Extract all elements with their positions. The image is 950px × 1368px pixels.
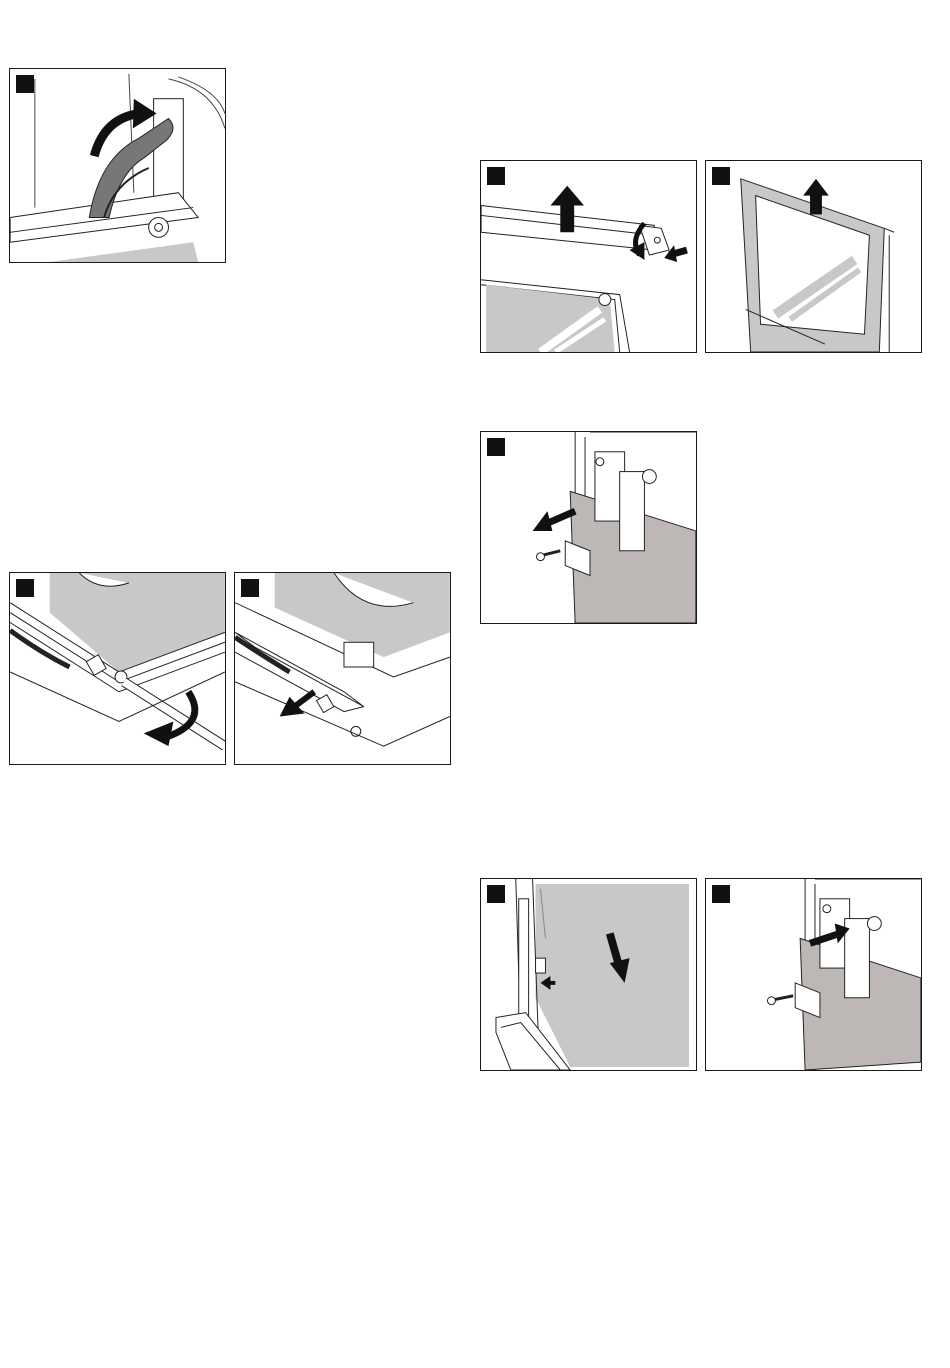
illustration-holder-screw-remove bbox=[480, 431, 697, 624]
cover-pull-out-illustration bbox=[235, 573, 450, 764]
illustration-panel-screw-loosen bbox=[9, 572, 226, 765]
screwdriver-loosen-illustration bbox=[10, 573, 225, 764]
glass-pane-insert-illustration bbox=[481, 879, 696, 1070]
illustration-glass-pane-insert bbox=[480, 878, 697, 1071]
illustration-panel-cover-remove bbox=[234, 572, 451, 765]
glass-pane-lift-illustration bbox=[706, 161, 921, 352]
illustration-holder-screw-fit bbox=[705, 878, 922, 1071]
illustration-glass-pane-lift bbox=[705, 160, 922, 353]
holder-screw-remove-illustration bbox=[481, 432, 696, 623]
hinge-lever-rotate-illustration bbox=[10, 69, 225, 262]
illustration-top-cover-lift bbox=[480, 160, 697, 353]
illustration-hinge-lever-open bbox=[9, 68, 226, 263]
cover-press-lift-illustration bbox=[481, 161, 696, 352]
holder-screw-fit-illustration bbox=[706, 879, 921, 1070]
